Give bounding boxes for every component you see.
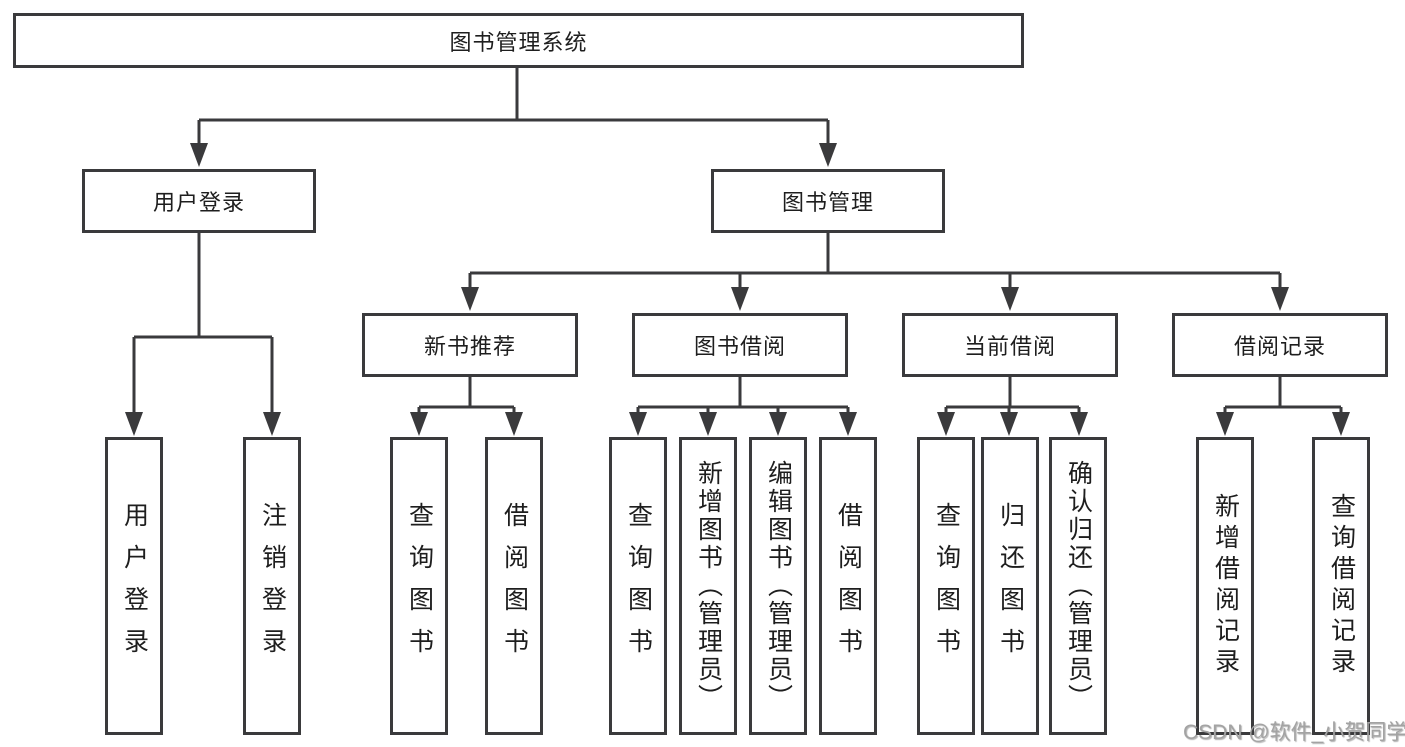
arrow-down-heads <box>125 143 1350 436</box>
node-book-management: 图书管理 <box>711 169 945 233</box>
node-label: 图书借阅 <box>693 334 786 359</box>
leaf-add-book-admin: 新增图书（管理员） <box>679 437 737 735</box>
leaf-label: 用户登录 <box>120 502 149 670</box>
leaf-query-borrow-record: 查询借阅记录 <box>1312 437 1370 735</box>
leaf-borrow-book-recommend: 借阅图书 <box>485 437 543 735</box>
node-library-management-system: 图书管理系统 <box>13 13 1024 68</box>
leaf-label: 查询图书 <box>932 502 961 670</box>
leaf-label: 查询图书 <box>405 502 434 670</box>
leaf-edit-book-admin: 编辑图书（管理员） <box>749 437 807 735</box>
leaf-label: 借阅图书 <box>500 502 529 670</box>
leaf-label: 新增借阅记录 <box>1211 493 1240 679</box>
leaf-logout: 注销登录 <box>243 437 301 735</box>
node-borrowing-records: 借阅记录 <box>1172 313 1388 377</box>
leaf-query-book-borrow: 查询图书 <box>609 437 667 735</box>
leaf-label: 编辑图书（管理员） <box>764 460 793 712</box>
node-user-login: 用户登录 <box>82 169 316 233</box>
node-label: 当前借阅 <box>963 334 1056 359</box>
leaf-label: 新增图书（管理员） <box>694 460 723 712</box>
leaf-label: 查询图书 <box>624 502 653 670</box>
leaf-label: 确认归还（管理员） <box>1064 460 1093 712</box>
node-current-borrowing: 当前借阅 <box>902 313 1118 377</box>
leaf-label: 归还图书 <box>996 502 1025 670</box>
node-label: 新书推荐 <box>423 334 516 359</box>
connector-lines <box>132 68 1343 414</box>
leaf-label: 借阅图书 <box>834 502 863 670</box>
csdn-watermark: CSDN @软件_小贺同学 <box>1183 721 1405 744</box>
leaf-user-login: 用户登录 <box>105 437 163 735</box>
node-label: 图书管理 <box>781 190 874 215</box>
node-label: 图书管理系统 <box>449 29 588 55</box>
leaf-borrow-book: 借阅图书 <box>819 437 877 735</box>
node-label: 用户登录 <box>152 190 245 215</box>
leaf-label: 查询借阅记录 <box>1327 493 1356 679</box>
leaf-label: 注销登录 <box>258 502 287 670</box>
leaf-return-book: 归还图书 <box>981 437 1039 735</box>
node-label: 借阅记录 <box>1233 334 1326 359</box>
leaf-query-book-recommend: 查询图书 <box>390 437 448 735</box>
leaf-confirm-return-admin: 确认归还（管理员） <box>1049 437 1107 735</box>
node-new-book-recommend: 新书推荐 <box>362 313 578 377</box>
leaf-query-book-current: 查询图书 <box>917 437 975 735</box>
node-book-borrowing: 图书借阅 <box>632 313 848 377</box>
leaf-add-borrow-record: 新增借阅记录 <box>1196 437 1254 735</box>
